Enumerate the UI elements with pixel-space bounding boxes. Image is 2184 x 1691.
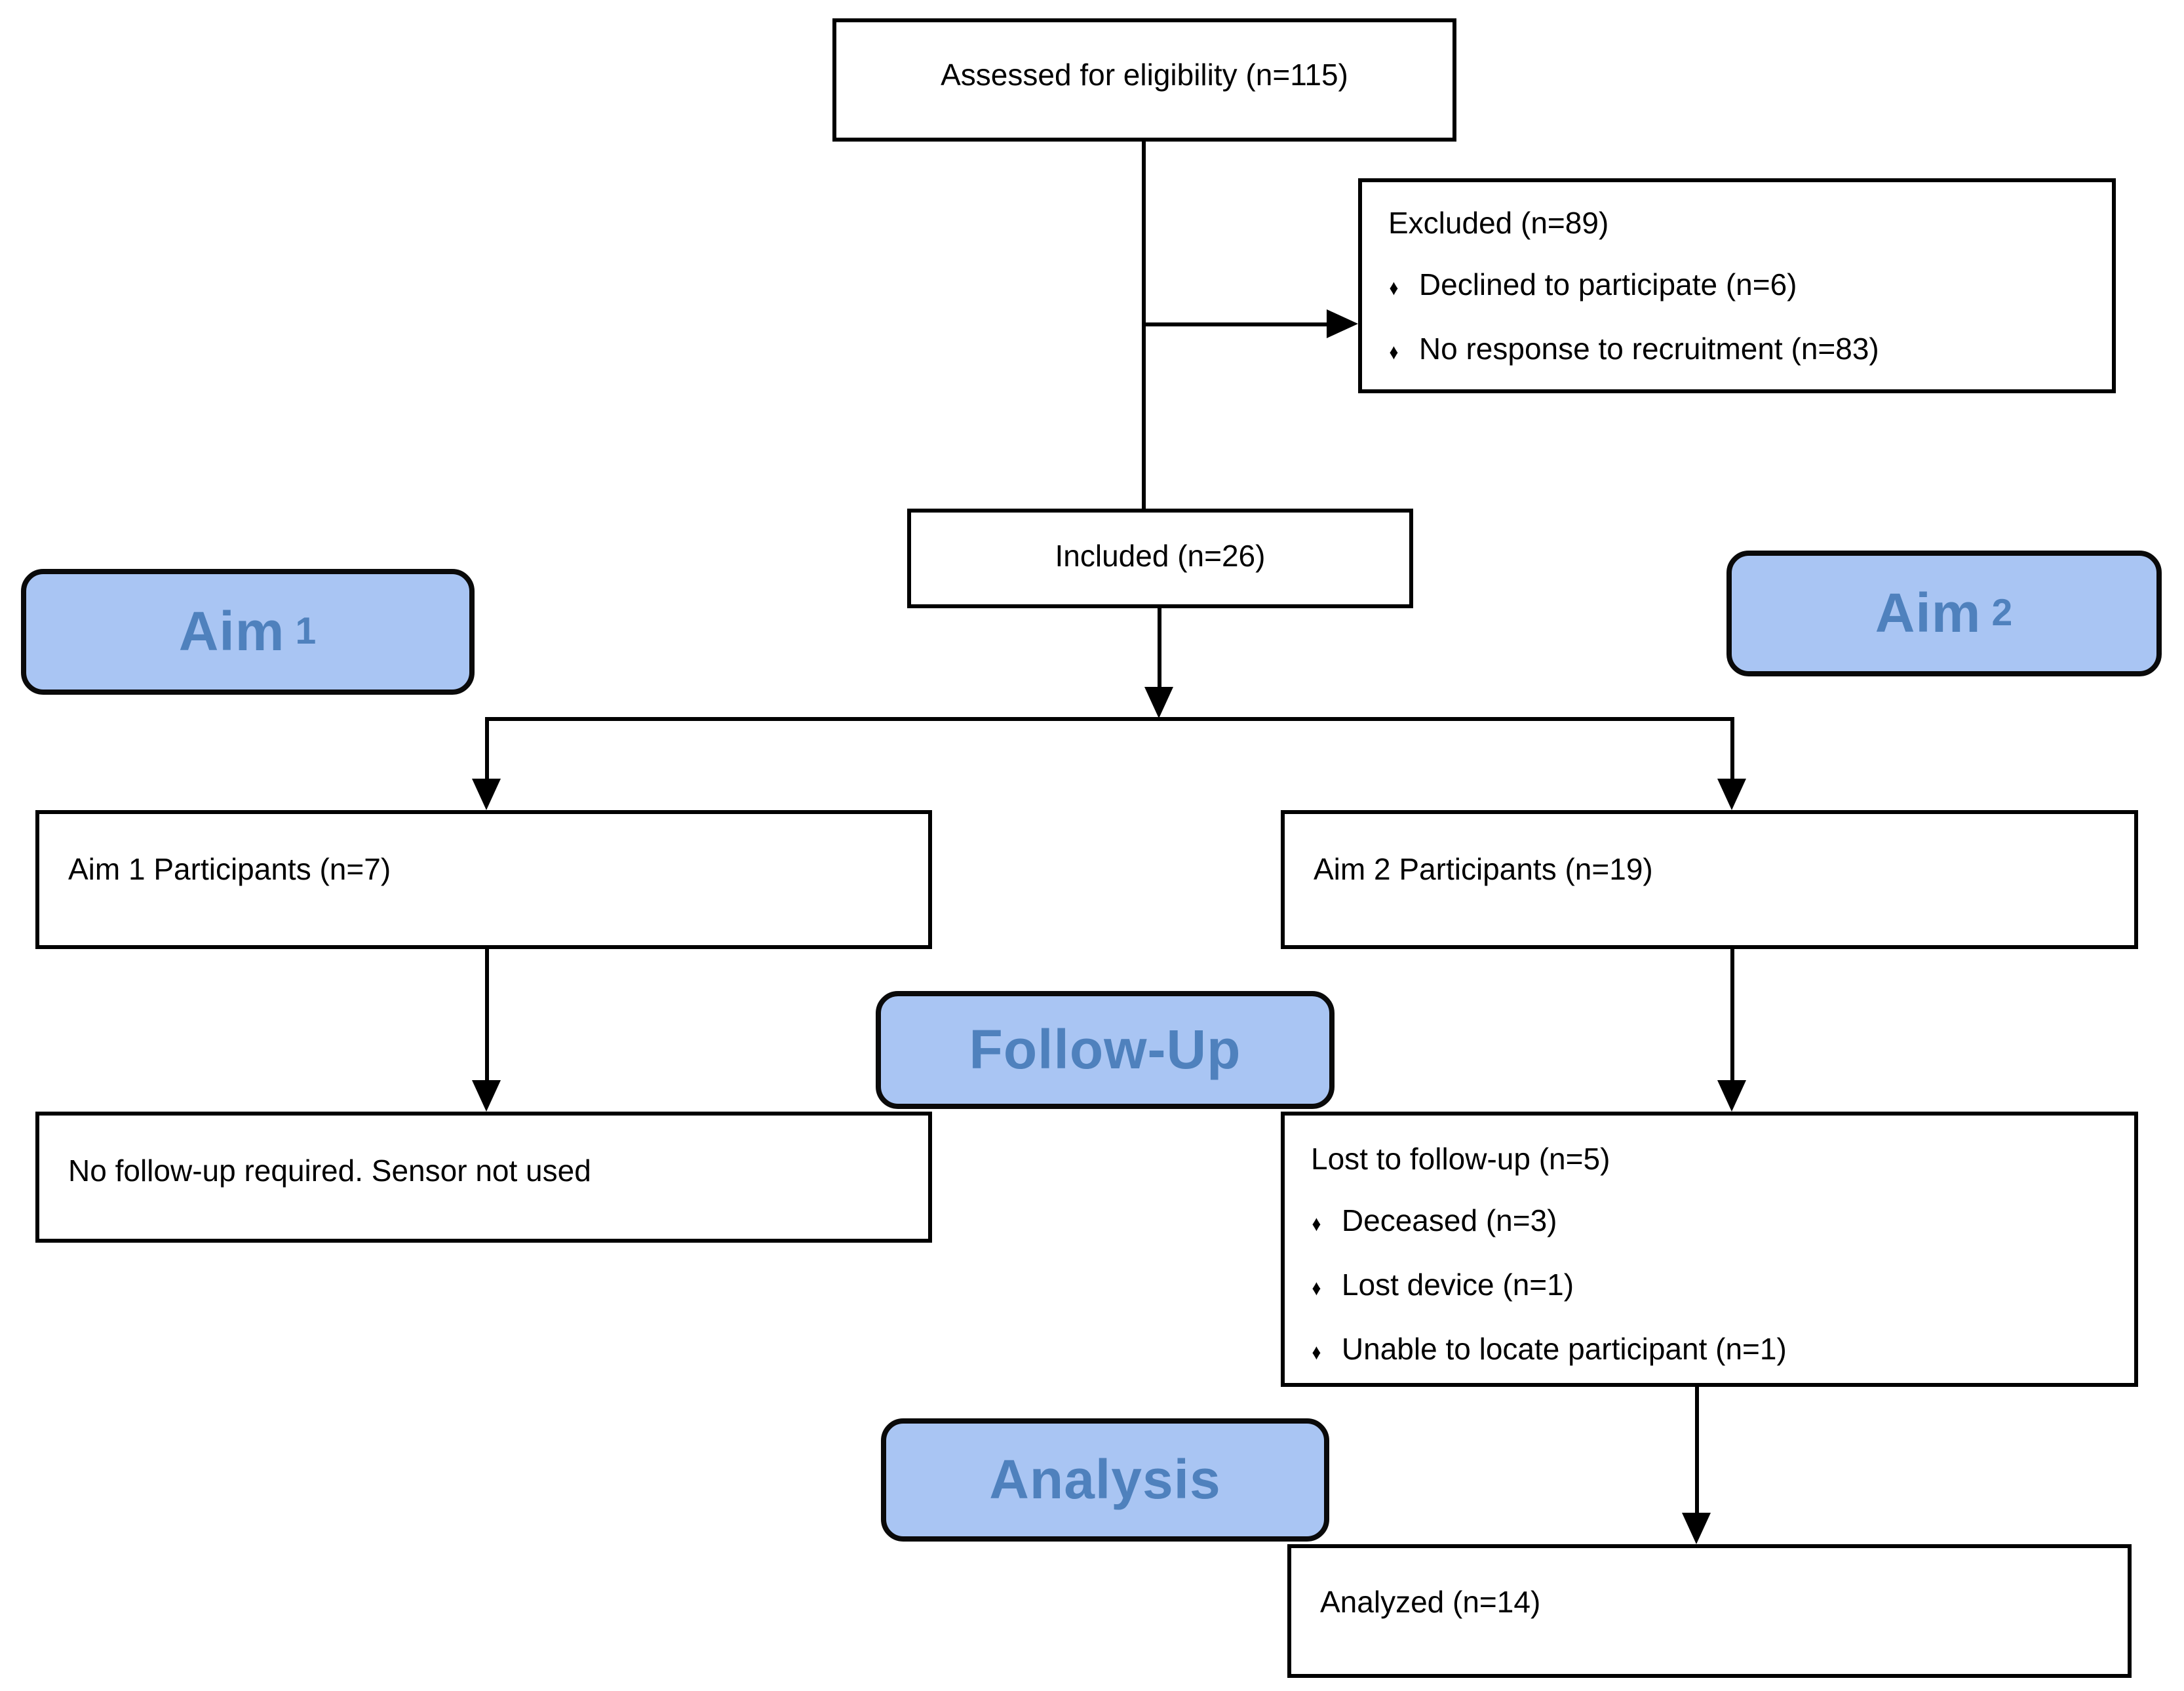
arrowhead-split-icon xyxy=(1144,687,1173,718)
diamond-bullet-icon: ♦ xyxy=(1389,275,1399,300)
connector-aim2-to-lost xyxy=(1730,949,1734,1083)
connector-split-to-aim1 xyxy=(485,717,489,780)
aim1-badge-label: Aim xyxy=(178,600,285,662)
aim2-badge-label: Aim xyxy=(1875,582,1981,644)
analyzed-label: Analyzed (n=14) xyxy=(1320,1584,1541,1619)
arrowhead-lost-icon xyxy=(1717,1080,1746,1112)
aim1-participants-label: Aim 1 Participants (n=7) xyxy=(68,851,391,886)
box-assessed-eligibility: Assessed for eligibility (n=115) xyxy=(832,18,1456,142)
arrowhead-aim1-participants-icon xyxy=(472,779,501,810)
lost-bullet-3: ♦Unable to locate participant (n=1) xyxy=(1311,1319,2118,1383)
aim1-badge-number: 1 xyxy=(295,610,317,652)
excluded-bullet-2: ♦No response to recruitment (n=83) xyxy=(1388,319,2096,383)
connector-branch-to-excluded xyxy=(1142,322,1329,326)
aim2-participants-label: Aim 2 Participants (n=19) xyxy=(1314,851,1653,886)
badge-analysis: Analysis xyxy=(881,1418,1329,1542)
excluded-bullet-1: ♦Declined to participate (n=6) xyxy=(1388,254,2096,319)
lost-bullet-1: ♦Deceased (n=3) xyxy=(1311,1190,2118,1254)
arrowhead-nofollowup-icon xyxy=(472,1080,501,1112)
analysis-badge-label: Analysis xyxy=(989,1448,1221,1510)
diamond-bullet-icon: ♦ xyxy=(1312,1275,1321,1300)
lost-title: Lost to follow-up (n=5) xyxy=(1311,1142,1610,1176)
arrowhead-aim2-participants-icon xyxy=(1717,779,1746,810)
arrowhead-excluded-icon xyxy=(1327,309,1358,338)
included-label: Included (n=26) xyxy=(1055,538,1266,573)
assessed-label: Assessed for eligibility (n=115) xyxy=(941,57,1348,92)
lost-bullet-2: ♦Lost device (n=1) xyxy=(1311,1254,2118,1319)
badge-followup: Follow-Up xyxy=(876,991,1335,1109)
box-analyzed: Analyzed (n=14) xyxy=(1287,1544,2132,1678)
box-no-followup: No follow-up required. Sensor not used xyxy=(35,1112,932,1243)
box-lost-to-followup: Lost to follow-up (n=5) ♦Deceased (n=3) … xyxy=(1281,1112,2138,1387)
box-excluded: Excluded (n=89) ♦Declined to participate… xyxy=(1358,178,2116,393)
box-included: Included (n=26) xyxy=(907,509,1413,608)
no-followup-label: No follow-up required. Sensor not used xyxy=(68,1153,591,1188)
connector-lost-to-analyzed xyxy=(1695,1387,1699,1515)
diamond-bullet-icon: ♦ xyxy=(1312,1211,1321,1236)
connector-split-to-aim2 xyxy=(1730,717,1734,780)
arrowhead-analyzed-icon xyxy=(1682,1513,1711,1544)
connector-split-horizontal xyxy=(485,717,1734,721)
aim2-badge-number: 2 xyxy=(1991,592,2014,634)
diamond-bullet-icon: ♦ xyxy=(1312,1340,1321,1365)
connector-aim1-to-nofollowup xyxy=(485,949,489,1083)
followup-badge-label: Follow-Up xyxy=(969,1019,1241,1080)
excluded-title: Excluded (n=89) xyxy=(1388,206,1609,240)
connector-included-to-split xyxy=(1158,608,1161,690)
diamond-bullet-icon: ♦ xyxy=(1389,340,1399,364)
box-aim1-participants: Aim 1 Participants (n=7) xyxy=(35,810,932,949)
box-aim2-participants: Aim 2 Participants (n=19) xyxy=(1281,810,2138,949)
